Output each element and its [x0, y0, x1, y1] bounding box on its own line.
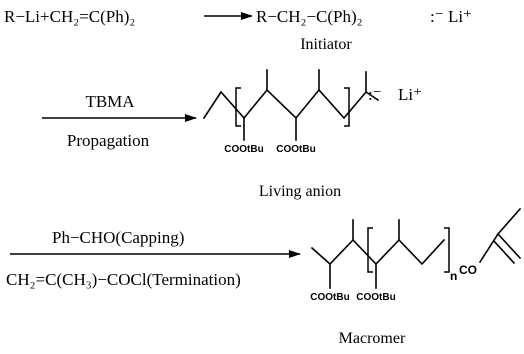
step3-condition: CH₂=C(CH₃)−COCl(Termination): [6, 270, 241, 289]
living-anion-label: Living anion: [259, 183, 341, 200]
ester-label-right: COOtBu: [356, 292, 395, 303]
ester-label-right: COOtBu: [276, 144, 315, 155]
methacrylate-bond: [478, 232, 500, 264]
ester-label-left: COOtBu: [224, 144, 263, 155]
methacrylate-methyl: [496, 207, 522, 236]
step1-reactants: R−Li+CH₂=C(Ph)₂: [4, 7, 135, 26]
step2-reagent: TBMA: [85, 92, 135, 111]
living-anion-charge: :⁻: [368, 85, 382, 104]
macromer-label: Macromer: [339, 330, 406, 347]
vinyl-double-bond: [496, 232, 522, 260]
step1-anion: :⁻ Li⁺: [430, 7, 472, 26]
repeat-bracket-right: [444, 227, 450, 273]
repeat-subscript-n: n: [450, 269, 457, 283]
living-anion-counterion: Li⁺: [398, 85, 422, 104]
living-anion-backbone: [202, 88, 380, 120]
repeat-bracket-right: [344, 87, 350, 127]
repeat-bracket-left: [367, 227, 373, 273]
carbonyl-label: CO: [459, 263, 477, 277]
macromer-structure: n CO COOtBu COOtBu: [310, 207, 522, 303]
step1-product: R−CH₂−C(Ph)₂: [256, 7, 363, 26]
step2-condition: Propagation: [67, 131, 150, 150]
macromer-backbone: [310, 238, 446, 266]
ester-label-left: COOtBu: [310, 292, 349, 303]
step3-reagent: Ph−CHO(Capping): [52, 228, 184, 247]
repeat-bracket-left: [235, 87, 241, 127]
living-anion-structure: :⁻ Li⁺ COOtBu COOtBu: [202, 69, 422, 155]
vinyl-double-bond: [492, 239, 516, 265]
initiator-label: Initiator: [300, 36, 352, 53]
